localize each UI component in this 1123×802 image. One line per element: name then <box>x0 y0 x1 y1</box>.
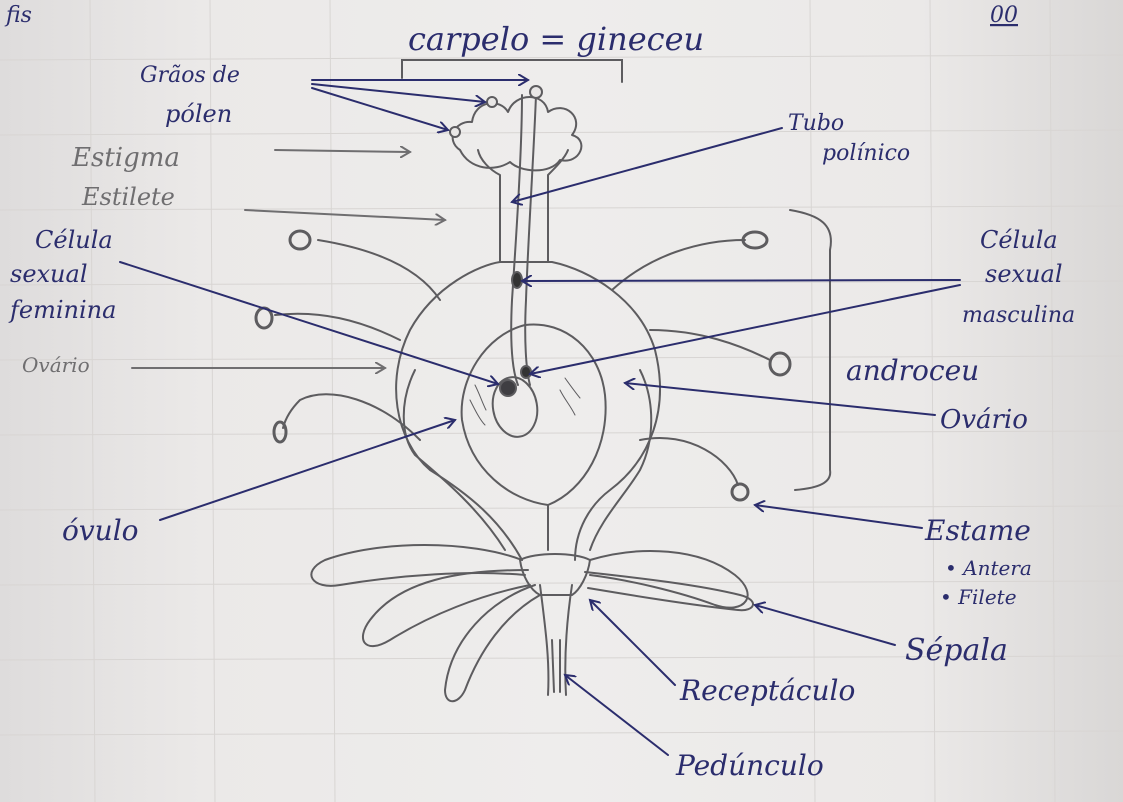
label-graos-line2: pólen <box>165 100 232 128</box>
arrow-estigma <box>275 150 410 152</box>
ovule-shading <box>470 378 580 425</box>
anther-3 <box>274 422 286 442</box>
receptacle <box>520 554 590 595</box>
label-celula-fem-line3: feminina <box>8 296 116 324</box>
sepal-right-1 <box>590 551 748 608</box>
arrow-receptaculo <box>590 600 675 685</box>
arrow-ovulo <box>160 420 455 520</box>
arrow-celula-masc-1 <box>522 280 960 281</box>
arrow-estame <box>755 505 922 528</box>
label-estigma: Estigma <box>71 143 180 173</box>
ovary-outer <box>396 262 660 560</box>
label-receptaculo: Receptáculo <box>679 674 855 707</box>
label-filete: • Filete <box>940 585 1017 609</box>
label-celula-masc-line2: sexual <box>985 260 1063 288</box>
label-pedunculo: Pedúnculo <box>675 749 824 782</box>
anther-1 <box>290 231 310 249</box>
label-sepala: Sépala <box>905 633 1008 668</box>
pollen-tube <box>511 95 536 385</box>
label-androceu: androceu <box>846 354 979 387</box>
sepal-left-1 <box>311 545 525 586</box>
arrow-ovario-right <box>625 383 935 415</box>
label-estilete: Estilete <box>81 183 175 211</box>
label-celula-masc-line1: Célula <box>980 226 1058 254</box>
label-antera: • Antera <box>945 556 1032 580</box>
label-ovario-left: Ovário <box>22 353 90 377</box>
arrow-celula-fem <box>120 262 498 384</box>
carpelo-bracket <box>402 60 622 82</box>
sepal-left-3 <box>445 585 540 701</box>
pollen-grain-top <box>530 86 542 98</box>
label-carpelo: carpelo = gineceu <box>408 20 704 58</box>
label-ovario-right: Ovário <box>940 405 1028 435</box>
label-tubo-line1: Tubo <box>788 111 844 136</box>
ovary-wall-right <box>590 370 651 550</box>
flower-drawing <box>256 86 790 701</box>
label-ovulo: óvulo <box>62 514 139 547</box>
male-cell-upper <box>512 272 522 288</box>
style-tube <box>478 150 568 262</box>
pollen-grain-left <box>450 127 460 137</box>
sepal-left-2 <box>363 570 530 646</box>
anther-4 <box>743 232 767 248</box>
stamen-filament-1 <box>318 240 440 300</box>
label-celula-masc-line3: masculina <box>962 303 1075 328</box>
arrow-sepala <box>755 605 895 645</box>
arrow-tubo <box>512 128 782 202</box>
pointer-arrows <box>120 80 960 755</box>
label-graos-line1: Grãos de <box>140 63 240 88</box>
label-celula-fem-line1: Célula <box>35 226 113 254</box>
label-tubo-line2: polínico <box>822 141 910 166</box>
label-estame: Estame <box>924 514 1031 547</box>
androceu-bracket <box>790 210 831 490</box>
arrow-graos-3 <box>312 88 448 130</box>
arrow-estilete <box>245 210 445 220</box>
anther-5 <box>770 353 790 375</box>
anther-6 <box>732 484 748 500</box>
peduncle <box>540 585 572 695</box>
pollen-grain-mid <box>487 97 497 107</box>
label-celula-fem-line2: sexual <box>10 260 88 288</box>
stamen-filament-6 <box>640 438 738 485</box>
top-left-fragment: fis <box>4 3 32 28</box>
female-cell <box>500 380 516 396</box>
ovule-chamber <box>462 324 606 505</box>
male-cell-lower <box>521 366 531 378</box>
top-right-fragment: 00 <box>990 3 1018 28</box>
arrow-graos-2 <box>312 84 485 102</box>
arrow-pedunculo <box>565 675 668 755</box>
peduncle-inner <box>552 640 560 692</box>
